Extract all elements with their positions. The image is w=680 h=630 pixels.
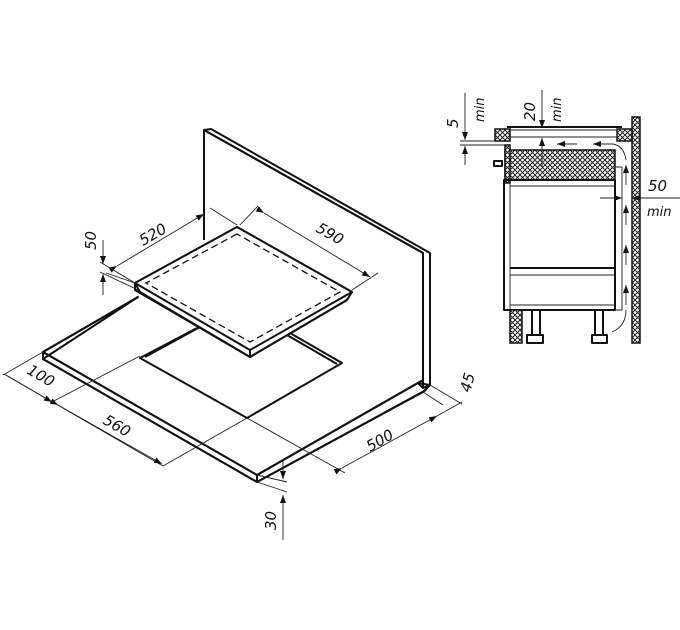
dim-hob-height: 50: [82, 231, 100, 250]
dimension-lines: [2, 205, 463, 540]
hob-side: [504, 144, 511, 184]
dim-gap-top: 5: [444, 118, 462, 128]
cabinet: [503, 166, 623, 311]
rear-wall: [631, 116, 641, 344]
section-worktop: [494, 126, 633, 142]
dim-clearance-top: 20: [521, 102, 539, 121]
hob-section: [504, 149, 616, 181]
section-view: 5 min 20 min 50 min: [444, 90, 680, 344]
hob-clip: [493, 160, 503, 167]
dim-rear-gap-unit: min: [647, 205, 672, 220]
dim-cutout-width: 560: [100, 411, 134, 441]
dim-hob-width: 590: [313, 219, 347, 249]
dim-worktop-thickness: 30: [262, 511, 280, 530]
dim-gap-top-unit: min: [473, 97, 488, 122]
dim-rear-gap: 50: [648, 177, 667, 195]
dim-cutout-depth: 500: [363, 426, 397, 456]
dim-clearance-top-unit: min: [550, 97, 565, 122]
airflow-arrows: [557, 141, 629, 333]
isometric-view: 520 590 50 100 560 500 45 30: [2, 128, 479, 540]
section-dimension-lines: [460, 90, 680, 201]
plinth: [509, 309, 523, 344]
dim-back-offset: 45: [456, 371, 478, 394]
cabinet-legs: [526, 309, 608, 344]
